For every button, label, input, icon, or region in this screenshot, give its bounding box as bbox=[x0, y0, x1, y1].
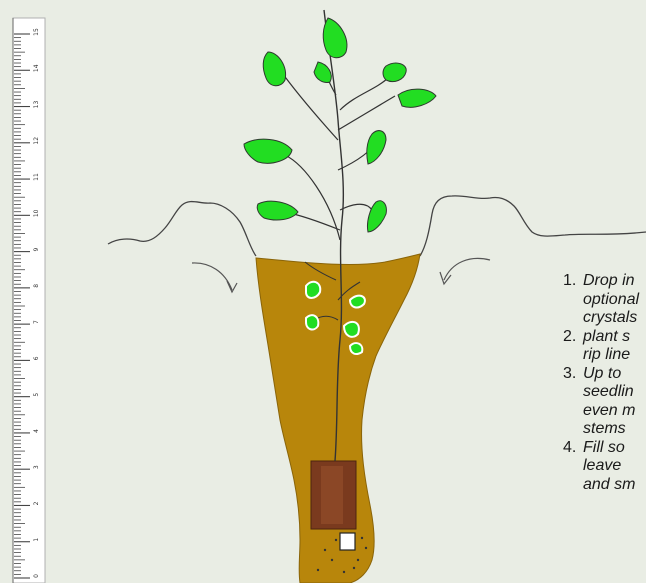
root-plug-highlight bbox=[321, 466, 343, 524]
branch bbox=[340, 78, 388, 110]
leaf bbox=[323, 18, 347, 58]
leaf bbox=[367, 131, 386, 164]
step-text: Drop in bbox=[583, 272, 646, 291]
leaf bbox=[244, 139, 292, 163]
leaves bbox=[244, 18, 436, 232]
buried-leaf bbox=[350, 296, 365, 308]
step-text: and sm bbox=[583, 476, 646, 495]
leaf bbox=[383, 63, 406, 81]
right-arrow bbox=[444, 258, 490, 280]
leaf bbox=[398, 89, 436, 107]
step-text: seedlin bbox=[583, 383, 646, 402]
step-text: crystals bbox=[583, 309, 646, 328]
soil-hole bbox=[256, 254, 420, 583]
leaf bbox=[367, 201, 386, 232]
step-item: 2. plant s rip line bbox=[563, 328, 646, 365]
step-text: stems bbox=[583, 420, 646, 439]
step-item: 3. Up to seedlin even m stems bbox=[563, 365, 646, 439]
step-text: rip line bbox=[583, 346, 646, 365]
branch bbox=[340, 204, 372, 210]
step-text: plant s bbox=[583, 328, 646, 347]
step-text: Fill so bbox=[583, 439, 646, 458]
step-number: 4. bbox=[563, 439, 576, 458]
left-arrow bbox=[192, 263, 232, 290]
step-item: 1. Drop in optional crystals bbox=[563, 272, 646, 328]
branch bbox=[338, 96, 395, 130]
instruction-list: 1. Drop in optional crystals 2. plant s … bbox=[563, 272, 646, 494]
buried-leaf bbox=[350, 343, 362, 354]
step-number: 1. bbox=[563, 272, 576, 291]
leaf bbox=[314, 62, 331, 83]
step-text: optional bbox=[583, 291, 646, 310]
buried-leaf bbox=[306, 282, 320, 298]
step-number: 2. bbox=[563, 328, 576, 347]
leaf bbox=[263, 52, 285, 86]
leaf bbox=[257, 201, 298, 220]
step-text: even m bbox=[583, 402, 646, 421]
buried-leaf bbox=[306, 315, 318, 329]
step-text: leave bbox=[583, 457, 646, 476]
fertilizer-tablet bbox=[340, 533, 355, 550]
step-number: 3. bbox=[563, 365, 576, 384]
buried-leaf bbox=[344, 322, 359, 337]
step-item: 4. Fill so leave and sm bbox=[563, 439, 646, 495]
step-text: Up to bbox=[583, 365, 646, 384]
